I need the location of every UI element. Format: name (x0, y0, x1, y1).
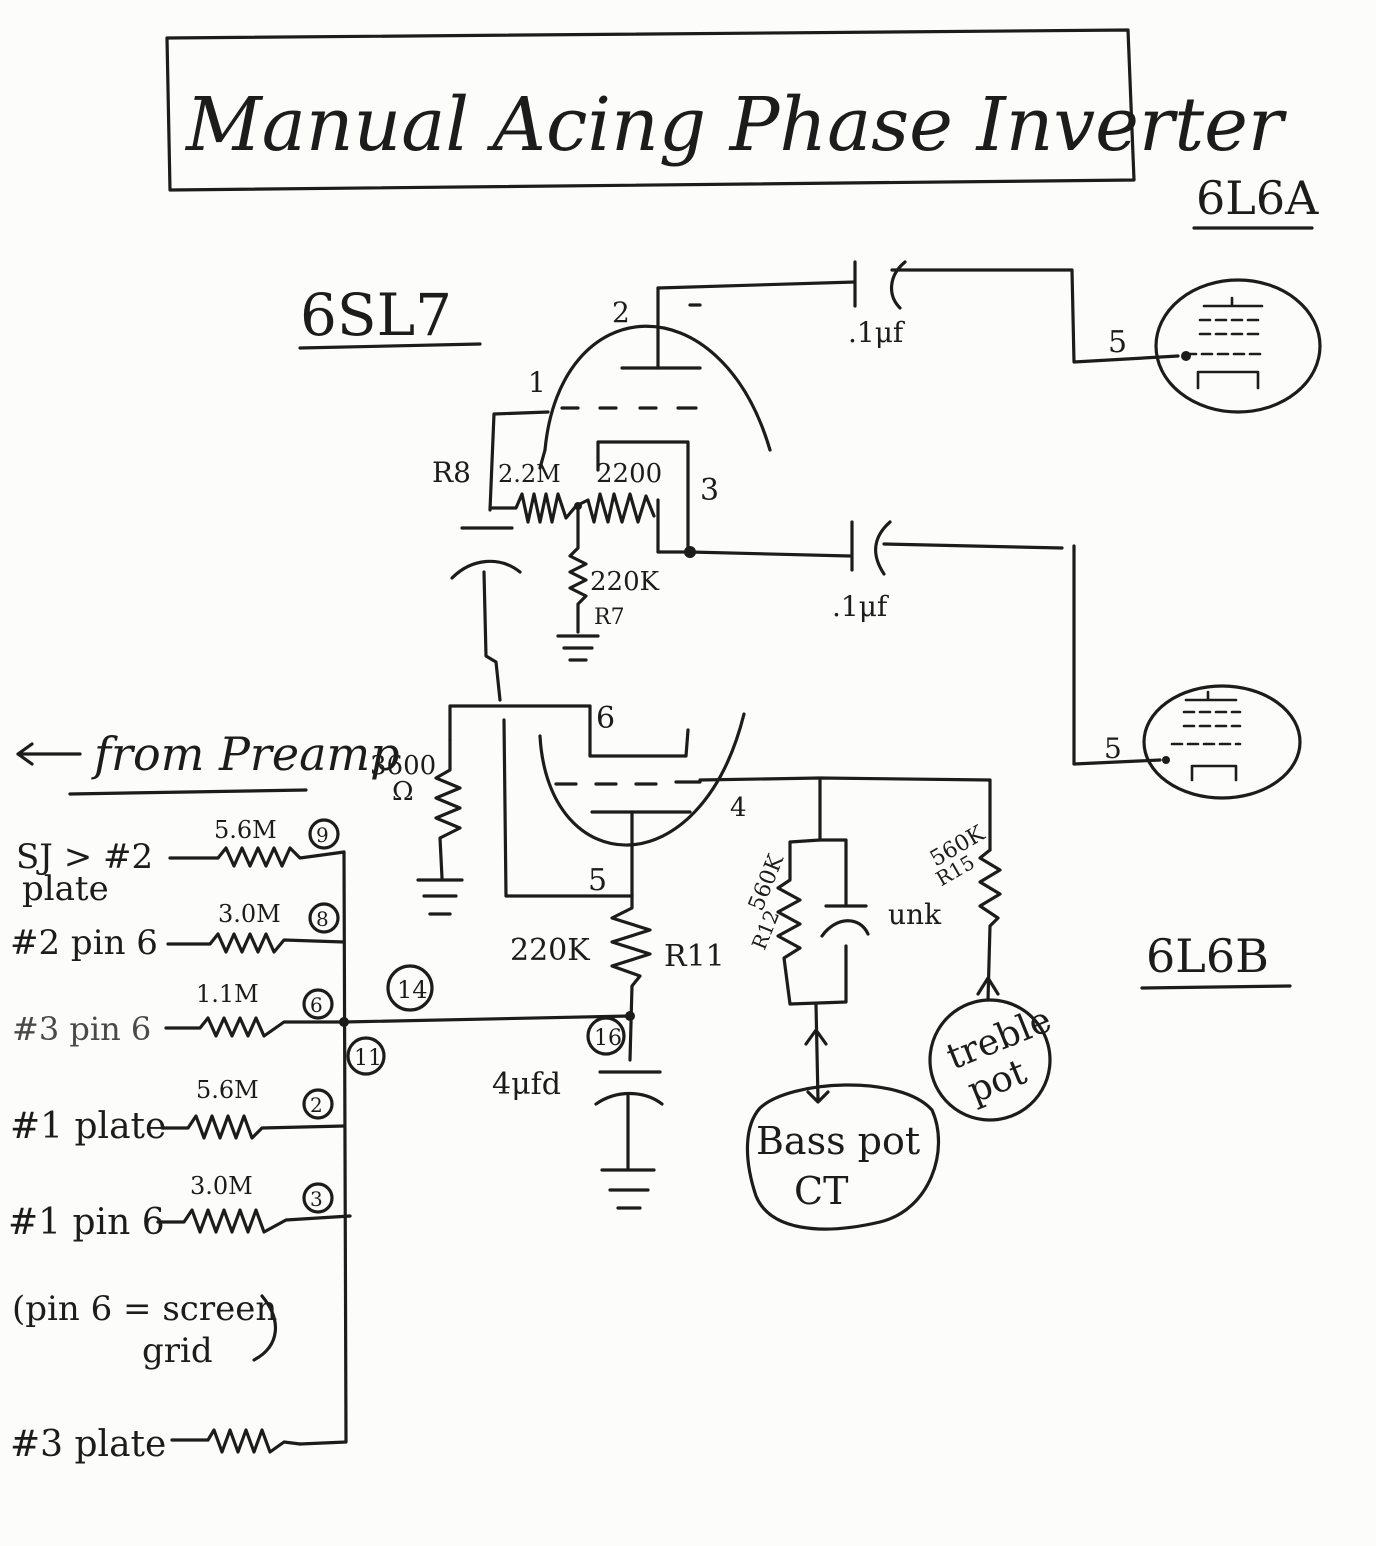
fb5-value: 3.0M (190, 1172, 253, 1200)
pin-4-label: 4 (730, 793, 747, 823)
fb4-source: #1 plate (10, 1106, 166, 1147)
c4uf-value: 4μfd (492, 1067, 561, 1102)
node-3: 3 (310, 1187, 323, 1211)
mid-cap-value: .1μf (832, 590, 890, 623)
tube-labels: 6SL7 6L6A 6L6B (298, 171, 1319, 990)
fb5-source: #1 pin 6 (8, 1202, 165, 1243)
out-b-pin-label: 5 (1104, 732, 1122, 765)
middle-signal-path: .1μf 5 (684, 520, 1162, 766)
node-16: 16 (594, 1026, 622, 1051)
bass-pot-label: Bass pot (756, 1119, 920, 1163)
tone-bass-branch: unk 560K R12 Bass pot CT (744, 778, 942, 1231)
treble-pot-outline (928, 998, 1052, 1122)
tube-6l6a-symbol (1154, 278, 1322, 414)
feedback-row-2: #2 pin 6 3.0M 8 (10, 900, 346, 963)
lower-plate (448, 704, 690, 758)
screen-note-line-1: (pin 6 = screen (12, 1289, 277, 1329)
lower-triode-envelope (538, 712, 746, 847)
mid-cap-plate-2 (874, 520, 892, 576)
cathode-network: 220K R11 4μfd (492, 894, 725, 1210)
node-2: 2 (310, 1093, 323, 1117)
top-cap-value: .1μf (848, 316, 906, 349)
pin-2-label: 2 (612, 296, 630, 329)
r7-value: 220K (590, 567, 660, 597)
from-preamp-note: from Preamp (16, 727, 400, 796)
from-preamp-label: from Preamp (91, 727, 400, 781)
r11-label: R11 (664, 939, 725, 974)
tube-6l6b-symbol (1142, 684, 1302, 800)
screen-grid-note: (pin 6 = screen grid (12, 1289, 277, 1371)
r11-value: 220K (510, 933, 590, 968)
fb1-source: SJ > #2 (16, 837, 153, 877)
node-8: 8 (316, 907, 329, 931)
tube-6l6b-label: 6L6B (1146, 929, 1269, 983)
feedback-bus: 14 16 11 (298, 850, 635, 1446)
out-a-pin-label: 5 (1108, 325, 1127, 360)
r7-resistor (568, 504, 588, 634)
upper-cathode (596, 440, 690, 554)
top-signal-path: .1μf 5 (656, 260, 1180, 364)
node-14: 14 (397, 976, 428, 1004)
node-6: 6 (310, 993, 323, 1017)
r2200-value: 2200 (596, 459, 662, 489)
r8-label: R8 (432, 456, 471, 489)
feedback-row-1: SJ > #2 plate 5.6M 9 (16, 816, 346, 909)
r8-value: 2.2M (498, 460, 561, 488)
r3600-branch: 3600 Ω (370, 738, 464, 916)
tone-treble-branch: 560K R15 treble pot (926, 821, 1057, 1122)
coupling-cap-plate-2 (450, 559, 522, 580)
fb3-value: 1.1M (196, 980, 259, 1008)
r12-label: R12 (747, 907, 784, 954)
lower-triode: 6 4 5 (448, 701, 992, 898)
upper-triode-envelope (543, 324, 772, 452)
pin-5-label: 5 (588, 863, 607, 898)
feedback-row-4: #1 plate 5.6M 2 (10, 1076, 346, 1147)
top-cap-plate-2 (890, 260, 907, 310)
node-9: 9 (316, 823, 329, 847)
feedback-row-3: #3 pin 6 1.1M 6 (12, 980, 346, 1048)
r7-ground (556, 634, 600, 662)
title-box: Manual Acing Phase Inverter (165, 28, 1288, 192)
tube-6l6a-label: 6L6A (1196, 171, 1319, 225)
unk-cap-plate-2 (820, 919, 870, 938)
fb3-source: #3 pin 6 (12, 1010, 151, 1048)
tube-6sl7-label: 6SL7 (300, 281, 452, 349)
r3600-ohm: Ω (392, 777, 414, 807)
r8-resistor (488, 492, 578, 524)
feedback-row-6: #3 plate (10, 1424, 302, 1465)
upper-grid-network: R8 2.2M 2200 220K R7 (432, 410, 662, 702)
r2200-resistor (574, 492, 656, 524)
pin-3-label: 3 (700, 473, 719, 508)
bass-ct-label: CT (794, 1169, 848, 1213)
fb2-value: 3.0M (218, 900, 281, 928)
title-text: Manual Acing Phase Inverter (184, 82, 1288, 168)
unk-cap-label: unk (888, 898, 942, 931)
fb6-source: #3 plate (10, 1424, 166, 1465)
fb1-source-2: plate (22, 869, 109, 909)
r11-resistor (610, 894, 652, 1062)
screen-note-line-2: grid (142, 1331, 213, 1371)
lower-grid (554, 780, 702, 786)
fb2-source: #2 pin 6 (10, 923, 158, 963)
pin-6-label: 6 (596, 701, 615, 736)
feedback-row-5: #1 pin 6 3.0M 3 (8, 1172, 352, 1243)
node-11: 11 (354, 1046, 382, 1071)
r3600-value: 3600 (370, 751, 436, 781)
upper-triode: 2 1 3 (528, 286, 772, 554)
r7-label: R7 (594, 605, 625, 630)
fb4-value: 5.6M (196, 1076, 259, 1104)
pin-1-label: 1 (528, 366, 546, 399)
bass-pot-outline (745, 1083, 941, 1231)
fb1-value: 5.6M (214, 816, 277, 844)
c4uf-plate-2 (594, 1092, 664, 1106)
r12-value: 560K (744, 850, 789, 914)
